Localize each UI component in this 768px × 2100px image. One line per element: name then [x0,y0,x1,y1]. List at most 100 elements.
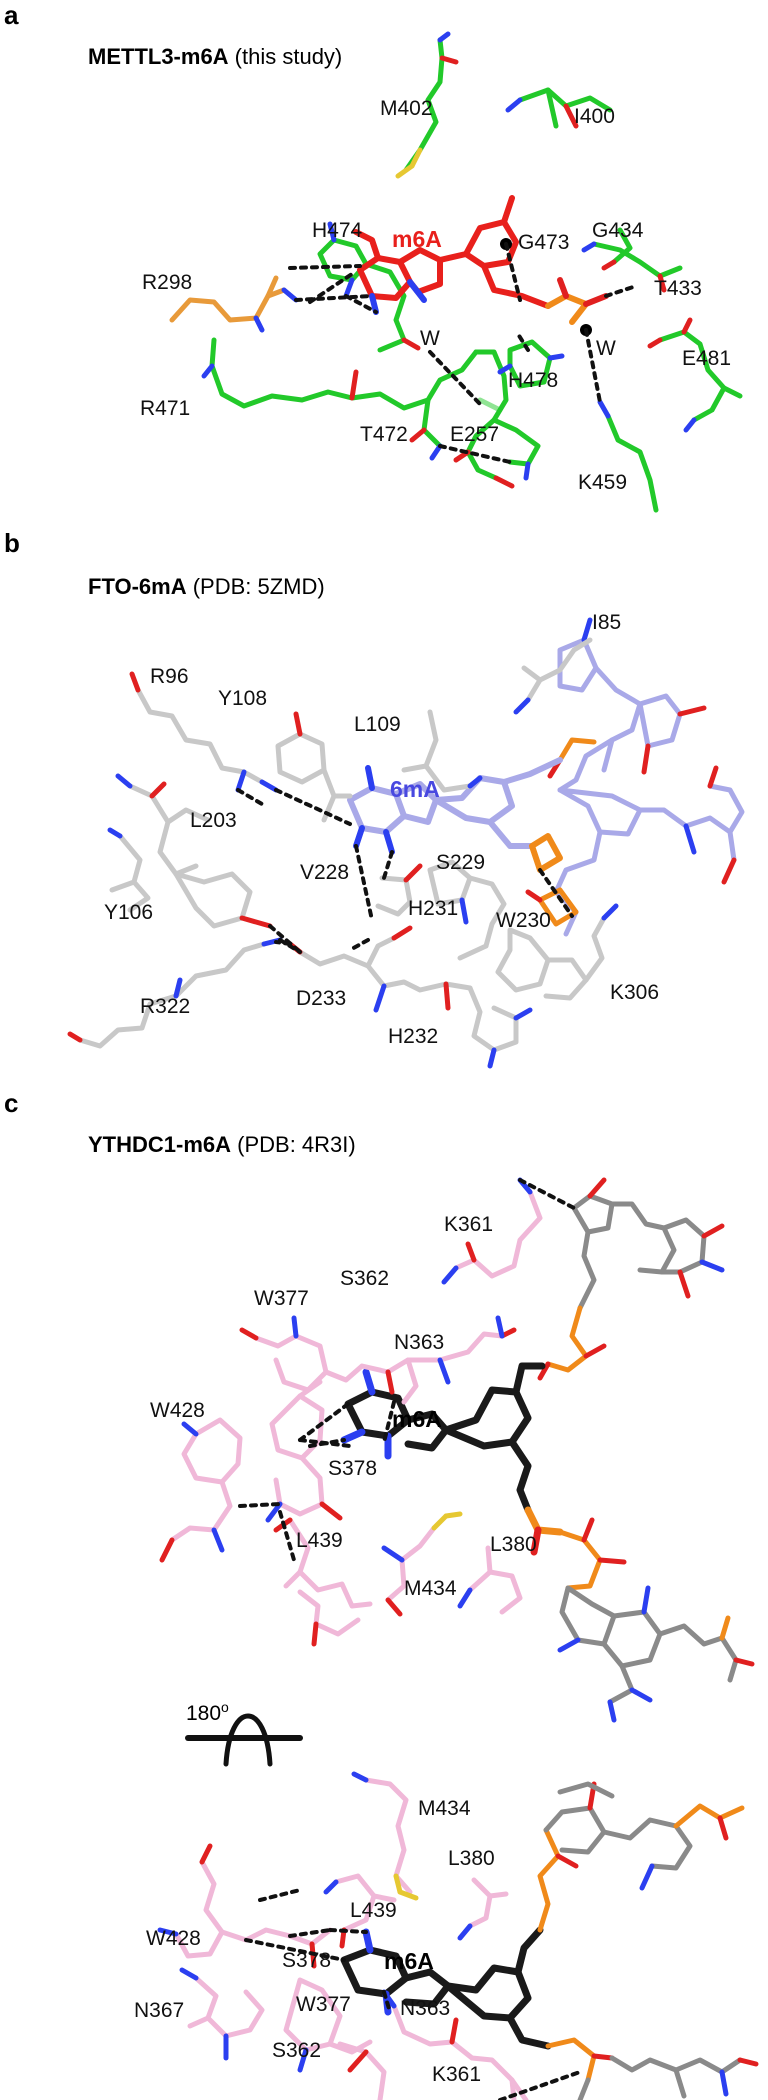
residue-cluster-b [287,859,619,1069]
ligand-m6a-a [353,195,609,325]
panel-b-title-bold: FTO-6mA [88,574,187,599]
label-m434-bottom: M434 [418,1797,471,1820]
label-w428-bottom: W428 [146,1927,201,1950]
rotation-degree: o [221,1699,229,1715]
label-n363-top: N363 [394,1331,445,1354]
rna-bottom [537,1781,759,2100]
panel-a-structure [169,31,743,513]
residue-l203-y106 [107,773,273,929]
rna-top [537,1177,725,1381]
panel-b-structure [67,617,745,1069]
hbonds-c-top [238,1178,576,1562]
label-h232: H232 [388,1025,439,1048]
label-g434: G434 [592,219,644,242]
panel-c-title-bold: YTHDC1-m6A [88,1132,232,1157]
label-v228: V228 [300,861,350,884]
residue-m434-bottom [351,1771,419,1901]
label-r96: R96 [150,665,189,688]
label-d233: D233 [296,987,347,1010]
residue-g434-t433 [581,227,683,293]
residue-k459 [597,399,659,513]
label-y108: Y108 [218,687,268,710]
label-i85: I85 [592,611,622,634]
label-w377-bottom: W377 [296,1993,351,2016]
panel-b-letter: b [4,528,20,558]
panel-a-title-rest: (this study) [228,44,343,69]
residue-m402 [395,31,459,179]
residue-r298 [169,275,299,333]
label-t472: T472 [360,423,408,446]
rotation-value: 180 [186,1702,222,1725]
label-s362-bottom: S362 [272,2039,322,2062]
ligand-label-m6a-a: m6A [392,226,442,252]
panel-a-title: METTL3-m6A (this study) [88,46,342,68]
label-l203: L203 [190,809,237,832]
label-y106: Y106 [104,901,154,924]
label-r298: R298 [142,271,193,294]
label-s378-top: S378 [328,1457,378,1480]
rna-nucleotide-2 [557,1517,755,1723]
label-t433: T433 [654,277,702,300]
panel-c-bottom-structure [157,1771,759,2100]
ligand-label-m6a-c-top: m6A [392,1406,442,1432]
label-k361-top: K361 [444,1213,494,1236]
panel-c-title-rest: (PDB: 4R3I) [231,1132,356,1157]
dna-strand-b [553,617,745,937]
residue-l439-bottom [323,1873,397,1949]
rotation-label: 180o [186,1700,229,1724]
residues-pink-top [159,1315,523,1647]
ligand-6mA-b [347,757,563,873]
residue-i400 [505,87,613,129]
label-w230: W230 [496,909,551,932]
label-r322: R322 [140,995,191,1018]
label-w377-top: W377 [254,1287,309,1310]
label-s362-top: S362 [340,1267,390,1290]
label-g473: W [420,327,440,350]
residue-r471-t472 [201,337,479,461]
label-e257: E257 [450,423,500,446]
residue-e257-h478 [453,339,565,489]
residue-y108 [275,711,353,823]
label-r471: R471 [140,397,191,420]
panel-c-letter: c [4,1088,19,1118]
panel-a-letter: a [4,0,19,30]
residue-i85 [513,637,593,715]
label-m434-top: M434 [404,1577,457,1600]
panel-c-title: YTHDC1-m6A (PDB: 4R3I) [88,1134,356,1156]
label-h231: H231 [408,897,459,920]
residue-l380-bottom [457,1877,509,1941]
ligand-m6a-c-bottom [340,1926,552,2050]
label-s378-bottom: S378 [282,1949,332,1972]
label-l380-bottom: L380 [448,1847,495,1870]
ligand-m6a-c-top [340,1362,564,1556]
residue-e481 [647,317,743,433]
label-m402: M402 [380,97,433,120]
panel-c-top-structure [159,1177,755,1723]
label-n367-bottom: N367 [134,1999,185,2022]
residues-pink-bottom [157,1843,373,2073]
rotation-symbol [185,1713,303,1767]
hbonds-b [236,788,574,954]
label-l380-top: L380 [490,1533,537,1556]
panel-b-title: FTO-6mA (PDB: 5ZMD) [88,576,325,598]
label-w428-top: W428 [150,1399,205,1422]
residue-r96 [129,671,279,793]
label-k306: K306 [610,981,660,1004]
residue-r322 [77,941,267,1049]
label-l439-top: L439 [296,1529,343,1552]
ligand-label-6mA: 6mA [390,776,440,802]
label-l439-bottom: L439 [350,1899,397,1922]
residue-l109 [401,709,483,793]
label-i400: I400 [574,105,615,128]
ligand-label-m6a-c-bottom: m6A [384,1948,434,1974]
label-s229: S229 [436,851,486,874]
label-e481: E481 [682,347,732,370]
label-h474: H474 [312,219,363,242]
panel-b-title-rest: (PDB: 5ZMD) [186,574,325,599]
label-l109: L109 [354,713,401,736]
label-n363-bottom: N363 [400,1997,451,2020]
label-k361-bottom: K361 [432,2063,482,2086]
label-water-2: W [596,337,616,360]
hbonds-a [288,242,638,464]
